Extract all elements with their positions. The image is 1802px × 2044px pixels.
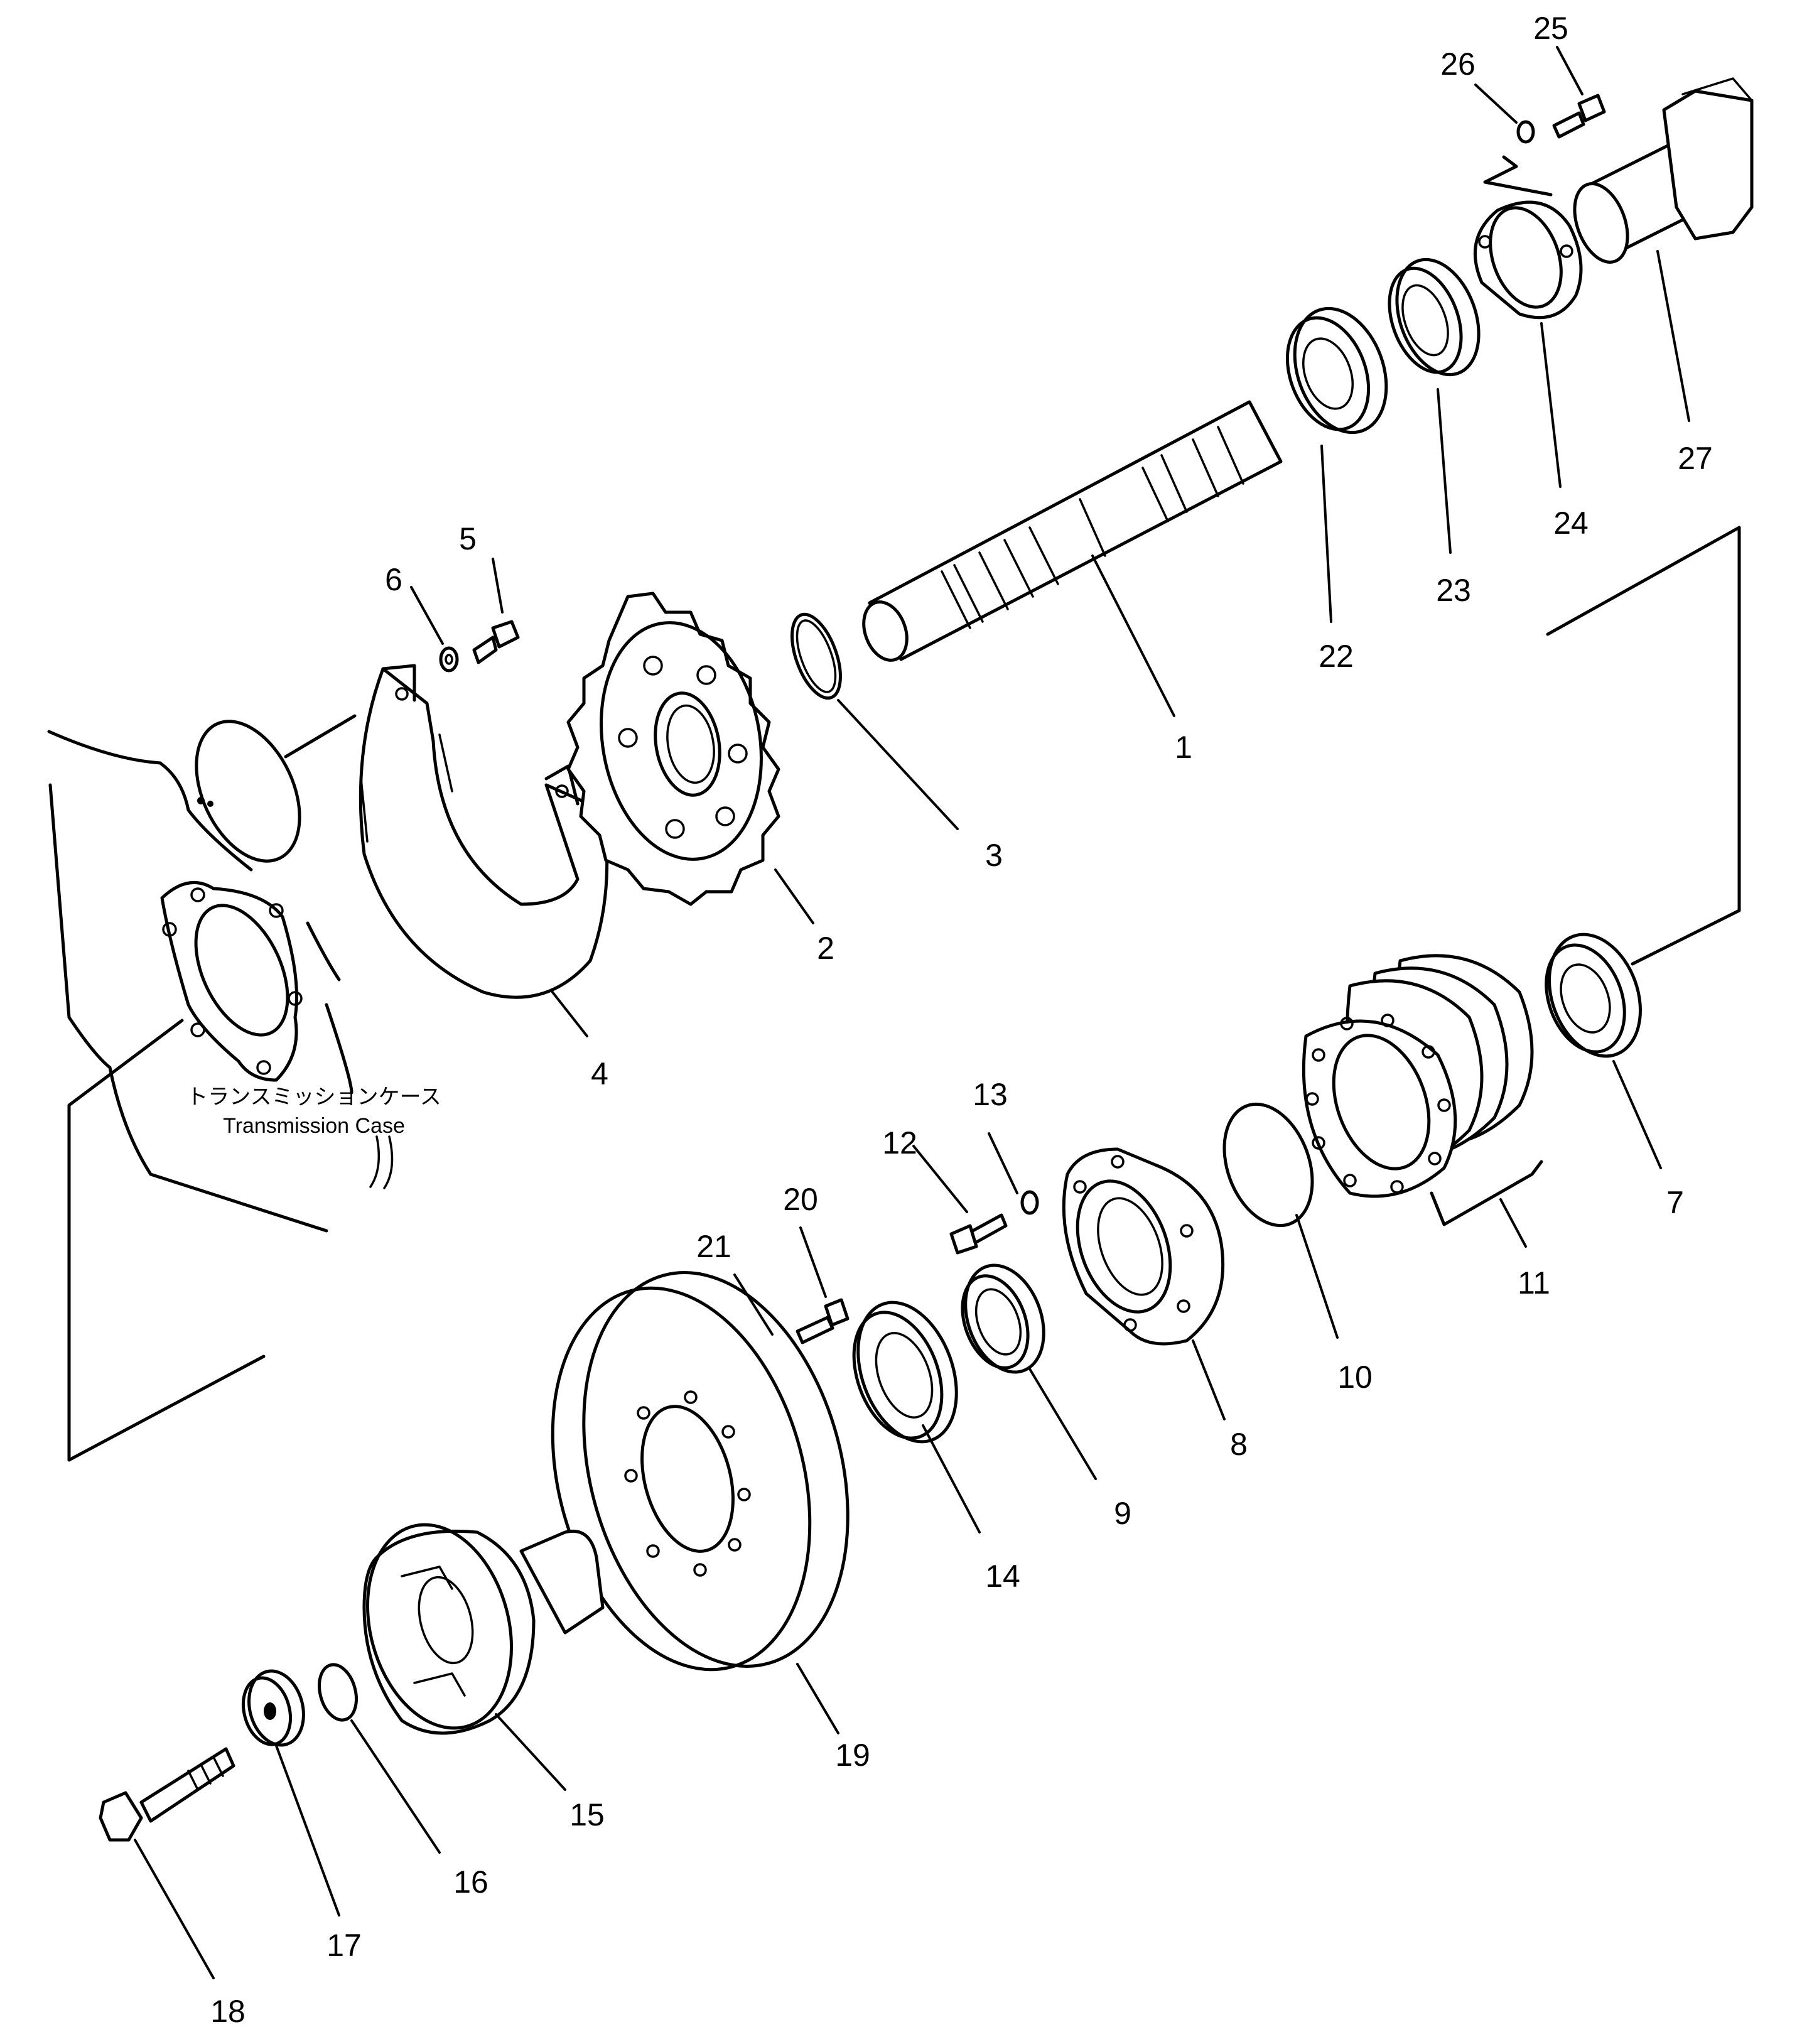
part-17-washer (242, 1669, 305, 1747)
part-9-bearing-race (961, 1263, 1045, 1374)
part-23-bearing-race (1388, 257, 1481, 377)
part-15-coupling (362, 1523, 605, 1735)
leader-lines (134, 46, 1690, 1979)
callout-17: 17 (326, 1928, 362, 1963)
callout-15: 15 (569, 1797, 605, 1832)
part-7-bearing (1545, 933, 1642, 1058)
part-1-shaft (862, 400, 1283, 662)
transmission-case-outline (47, 720, 394, 1462)
part-5-bolt (472, 620, 520, 664)
callout-26: 26 (1440, 46, 1476, 82)
part-6-washer (439, 646, 459, 673)
case-label-japanese: トランスミッションケース (186, 1085, 441, 1109)
part-14-seal (852, 1300, 958, 1444)
callout-21: 21 (696, 1229, 731, 1264)
part-3-snap-ring (790, 612, 842, 700)
callout-1: 1 (1175, 730, 1192, 765)
part-26-washer (1516, 120, 1535, 144)
callout-13: 13 (973, 1077, 1008, 1112)
part-27-yoke (1573, 77, 1754, 264)
case-label-english: Transmission Case (223, 1114, 405, 1138)
callout-5: 5 (459, 521, 477, 556)
callout-22: 22 (1319, 639, 1354, 674)
part-18-bolt (99, 1747, 235, 1842)
callout-16: 16 (453, 1864, 488, 1900)
callout-6: 6 (385, 562, 402, 597)
callout-12: 12 (882, 1125, 917, 1160)
callout-18: 18 (210, 1994, 245, 2029)
callout-25: 25 (1533, 11, 1568, 46)
part-13-washer (1020, 1190, 1039, 1215)
callout-3: 3 (985, 838, 1003, 873)
callout-10: 10 (1337, 1360, 1373, 1395)
part-8-cage (1062, 1147, 1225, 1346)
callout-7: 7 (1666, 1185, 1684, 1220)
part-2-gear (566, 592, 780, 906)
shaft-assembly-bracket (1546, 526, 1741, 966)
part-12-bolt (949, 1213, 1008, 1255)
callout-27: 27 (1678, 441, 1713, 476)
part-25-bolt (1552, 94, 1606, 139)
part-16-o-ring (318, 1663, 358, 1722)
bolt-bracket-line (1483, 155, 1553, 197)
part-24-cover (1473, 200, 1583, 320)
callout-24: 24 (1553, 506, 1589, 541)
callout-23: 23 (1436, 573, 1471, 608)
part-20-bolt (796, 1298, 850, 1344)
callout-2: 2 (817, 931, 834, 966)
part-22-bearing (1285, 306, 1388, 435)
callout-11: 11 (1518, 1265, 1550, 1300)
part-11-shims (1302, 954, 1534, 1198)
callout-20: 20 (783, 1182, 818, 1217)
callout-4: 4 (591, 1056, 608, 1091)
part-4-guard (284, 664, 609, 999)
callout-14: 14 (985, 1559, 1020, 1594)
part-19-brake-disc (551, 1271, 850, 1672)
callout-9: 9 (1114, 1496, 1131, 1531)
callout-19: 19 (835, 1738, 870, 1773)
callout-8: 8 (1230, 1427, 1248, 1462)
part-11-bracket (1430, 1160, 1543, 1226)
part-10-o-ring (1222, 1102, 1314, 1228)
